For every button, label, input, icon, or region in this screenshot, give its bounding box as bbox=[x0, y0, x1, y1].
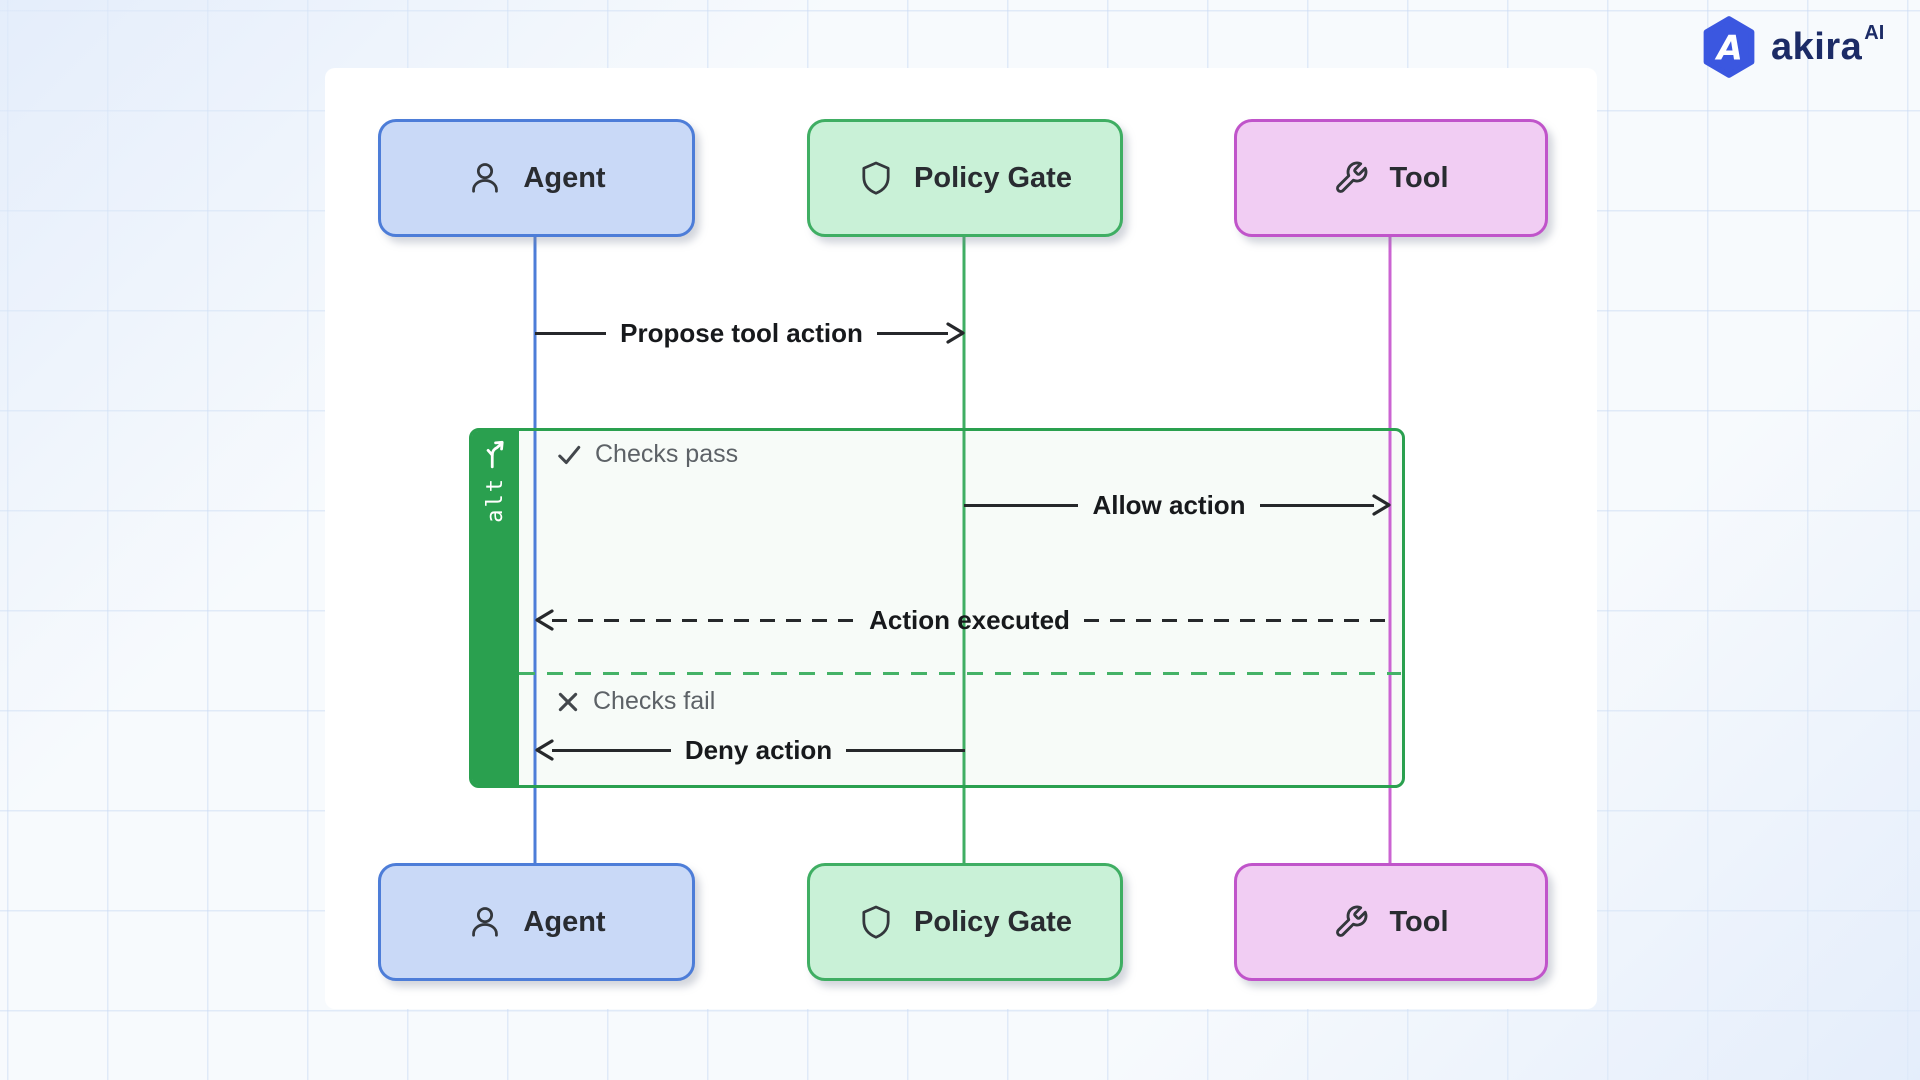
branch-condition-label: Checks fail bbox=[593, 687, 716, 715]
actor-policy-gate-top: Policy Gate bbox=[807, 119, 1123, 237]
message-line bbox=[846, 748, 965, 752]
wrench-icon bbox=[1336, 905, 1368, 937]
actor-tool-top: Tool bbox=[1234, 119, 1548, 237]
message-line bbox=[876, 331, 948, 335]
alt-branch-checks-fail: Checks fail bbox=[556, 687, 715, 716]
message-line bbox=[1259, 503, 1374, 507]
actor-policy-gate-bottom: Policy Gate bbox=[807, 863, 1123, 981]
alt-branch-divider bbox=[519, 672, 1401, 675]
actor-label: Policy Gate bbox=[914, 161, 1072, 194]
person-icon bbox=[472, 163, 499, 193]
brand-superscript: AI bbox=[1864, 22, 1885, 45]
actor-label: Agent bbox=[523, 905, 606, 938]
arrowhead-right-icon bbox=[1372, 494, 1391, 516]
message-line-dashed bbox=[1083, 618, 1388, 622]
branch-condition-label: Checks pass bbox=[595, 440, 739, 468]
alt-fragment-frame: alt bbox=[469, 428, 1405, 788]
message-action-executed: Action executed bbox=[535, 599, 1388, 641]
svg-text:A: A bbox=[1714, 29, 1743, 68]
message-line-dashed bbox=[552, 618, 856, 622]
message-label: Allow action bbox=[1092, 489, 1246, 520]
message-propose-tool-action: Propose tool action bbox=[535, 312, 965, 354]
lifeline-policy-gate bbox=[962, 237, 966, 863]
message-label: Deny action bbox=[684, 734, 833, 765]
wrench-icon bbox=[1336, 161, 1368, 193]
actor-label: Policy Gate bbox=[914, 905, 1072, 938]
message-line bbox=[964, 503, 1079, 507]
arrowhead-right-icon bbox=[946, 322, 965, 344]
akira-hexagon-icon: A bbox=[1703, 16, 1755, 78]
message-line bbox=[535, 331, 607, 335]
message-allow-action: Allow action bbox=[964, 484, 1391, 526]
actor-agent-top: Agent bbox=[378, 119, 695, 237]
actor-label: Agent bbox=[523, 161, 606, 194]
alt-fragment-background bbox=[517, 431, 1403, 785]
message-line bbox=[552, 748, 671, 752]
alt-branch-checks-pass: Checks pass bbox=[556, 440, 738, 469]
arrowhead-left-icon bbox=[535, 609, 554, 631]
message-label: Propose tool action bbox=[620, 317, 863, 348]
alt-label: alt bbox=[483, 477, 508, 523]
shield-icon bbox=[862, 161, 890, 195]
actor-agent-bottom: Agent bbox=[378, 863, 695, 981]
actor-tool-bottom: Tool bbox=[1234, 863, 1548, 981]
lifeline-agent bbox=[533, 237, 537, 863]
brand-name-text: akira bbox=[1771, 25, 1863, 68]
branch-arrow-icon bbox=[486, 440, 504, 469]
lifeline-tool bbox=[1388, 237, 1392, 863]
x-icon bbox=[558, 692, 578, 711]
alt-fragment-tab: alt bbox=[472, 431, 519, 785]
message-label: Action executed bbox=[869, 604, 1070, 635]
shield-icon bbox=[862, 905, 890, 939]
message-deny-action: Deny action bbox=[535, 729, 965, 771]
check-icon bbox=[558, 445, 581, 464]
person-icon bbox=[472, 907, 499, 937]
actor-label: Tool bbox=[1389, 161, 1449, 194]
arrowhead-left-icon bbox=[535, 739, 554, 761]
actor-label: Tool bbox=[1389, 905, 1449, 938]
